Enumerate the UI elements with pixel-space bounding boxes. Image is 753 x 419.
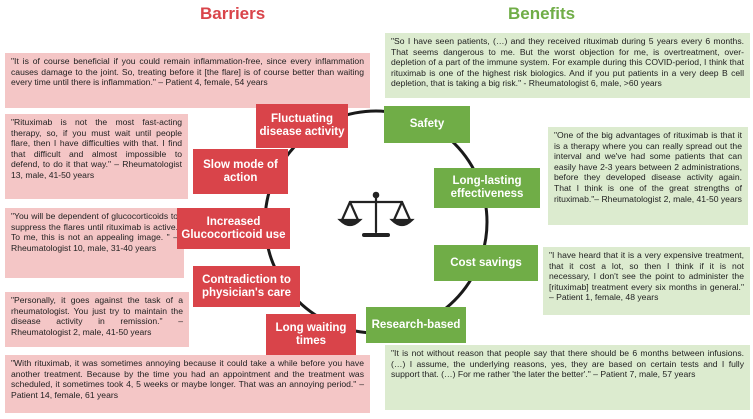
barrier-quote-waiting: "With rituximab, it was sometimes annoyi… <box>5 355 370 413</box>
barriers-heading: Barriers <box>200 4 266 23</box>
barrier-quote-fluctuating: "It is of course beneficial if you could… <box>5 53 370 108</box>
barrier-increased-glucocorticoid-use: Increased Glucocorticoid use <box>177 208 290 249</box>
benefit-research-based: Research-based <box>366 307 466 343</box>
benefit-long-lasting-effectiveness: Long-lasting effectiveness <box>434 168 540 208</box>
benefit-quote-safety: "So I have seen patients, (…) and they r… <box>385 33 750 98</box>
barrier-quote-contradiction: "Personally, it goes against the task of… <box>5 292 189 347</box>
barrier-fluctuating-disease-activity: Fluctuating disease activity <box>256 104 348 148</box>
benefit-quote-long-lasting: "One of the big advantages of rituximab … <box>548 127 748 225</box>
barrier-contradiction-to-physicians-care: Contradiction to physician's care <box>193 266 300 307</box>
barrier-quote-slow-action: "Rituximab is not the most fast-acting t… <box>5 114 188 199</box>
benefit-cost-savings: Cost savings <box>434 245 538 281</box>
benefit-quote-research: "It is not without reason that people sa… <box>385 345 750 410</box>
benefit-quote-cost: "I have heard that it is a very expensiv… <box>543 247 750 315</box>
barrier-slow-mode-of-action: Slow mode of action <box>193 149 288 194</box>
benefit-safety: Safety <box>384 106 470 143</box>
barrier-long-waiting-times: Long waiting times <box>266 314 356 355</box>
benefits-heading: Benefits <box>508 4 576 23</box>
barrier-quote-glucocorticoid: "You will be dependent of glucocorticoid… <box>5 208 184 278</box>
balance-scale-icon <box>337 191 415 237</box>
